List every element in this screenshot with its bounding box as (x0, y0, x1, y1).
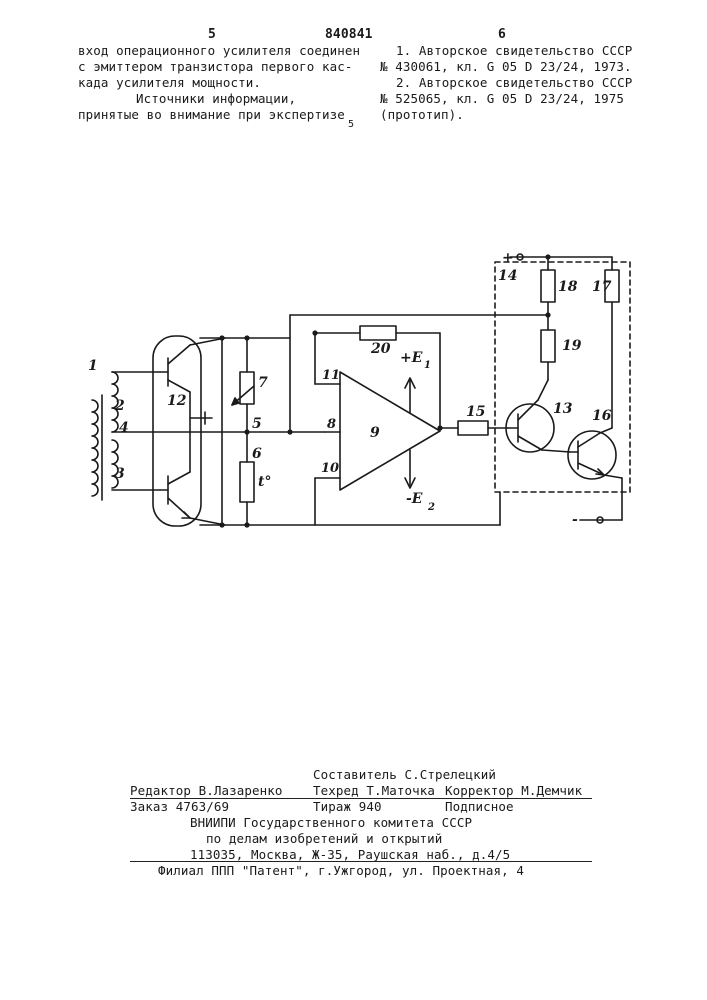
label-plus-e1: +E (400, 350, 423, 366)
resistor-15 (458, 421, 488, 435)
label-17: 17 (592, 279, 612, 295)
org-line-1: ВНИИПИ Государственного комитета СССР (190, 815, 472, 831)
label-minus-terminal: - (572, 512, 578, 528)
circuit-schematic: 1 2 4 3 12 7 5 6 t° 11 8 10 9 20 +E 1 -E… (0, 0, 707, 560)
label-3: 3 (115, 466, 125, 482)
resistor-19 (541, 330, 555, 362)
label-15: 15 (466, 404, 485, 420)
editor: Редактор В.Лазаренко (130, 783, 283, 799)
label-14: 14 (498, 268, 517, 284)
label-12: 12 (167, 393, 187, 409)
label-18: 18 (558, 279, 578, 295)
label-7: 7 (258, 375, 268, 391)
label-19: 19 (562, 338, 582, 354)
transistor-pair-12 (153, 336, 201, 526)
label-20: 20 (370, 341, 391, 357)
label-minus-e2: -E (406, 491, 423, 507)
output-block-14 (495, 262, 630, 492)
org-line-2: по делам изобретений и открытий (206, 831, 442, 847)
label-13: 13 (553, 401, 573, 417)
label-temp: t° (258, 474, 271, 490)
label-11: 11 (322, 368, 340, 383)
label-16: 16 (592, 408, 612, 424)
resistor-20 (360, 326, 396, 340)
label-e1-sub: 1 (424, 360, 431, 371)
op-amp-9 (340, 372, 440, 490)
label-6: 6 (252, 446, 262, 462)
branch: Филиал ППП "Патент", г.Ужгород, ул. Прое… (158, 863, 524, 879)
label-4: 4 (119, 420, 129, 436)
label-5: 5 (252, 416, 262, 432)
primary-winding (92, 400, 98, 496)
label-9: 9 (370, 425, 380, 441)
resistor-18 (541, 270, 555, 302)
order-number: Заказ 4763/69 (130, 799, 229, 815)
label-e2-sub: 2 (427, 502, 435, 513)
circulation: Тираж 940 (313, 799, 382, 815)
composer: Составитель С.Стрелецкий (313, 767, 496, 783)
label-10: 10 (321, 461, 339, 476)
subscription: Подписное (445, 799, 514, 815)
label-2: 2 (114, 398, 125, 414)
corrector: Корректор М.Демчик (445, 783, 582, 799)
label-8: 8 (327, 417, 336, 432)
label-plus-terminal: + (502, 250, 514, 266)
techred: Техред Т.Маточка (313, 783, 435, 799)
label-1: 1 (88, 358, 98, 374)
thermistor-6 (240, 462, 254, 502)
footer-rule-2 (130, 861, 592, 862)
